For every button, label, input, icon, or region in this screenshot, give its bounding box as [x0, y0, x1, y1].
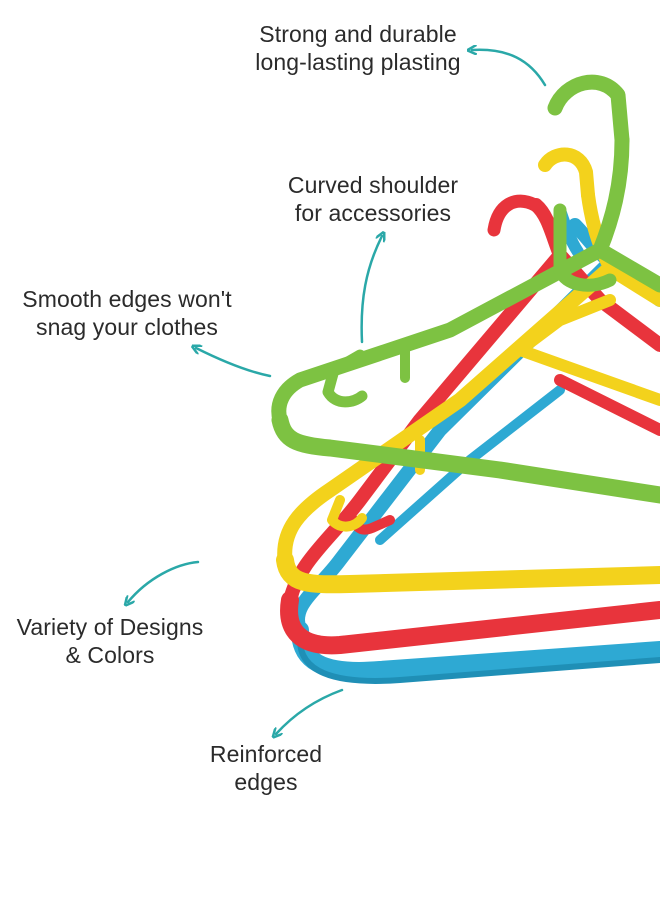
callout-durable-line1: Strong and durable: [259, 21, 457, 47]
callout-reinforced-line1: Reinforced: [209, 741, 323, 767]
callout-durable-line2: long-lasting plasting: [255, 49, 461, 75]
callout-reinforced: Reinforced edges: [196, 740, 336, 796]
callout-variety: Variety of Designs & Colors: [10, 613, 210, 669]
callout-variety-line2: & Colors: [65, 642, 155, 668]
callout-edges-line1: Smooth edges won't: [22, 286, 232, 312]
callout-reinforced-line2: edges: [234, 769, 298, 795]
arrow-variety: [128, 560, 200, 602]
callout-variety-line1: Variety of Designs: [16, 614, 204, 640]
arrow-reinforced: [276, 688, 344, 734]
callout-shoulder-line2: for accessories: [294, 200, 452, 226]
arrow-shoulder: [360, 236, 382, 344]
callout-shoulder: Curved shoulder for accessories: [278, 171, 468, 227]
arrow-durable: [472, 50, 547, 87]
callout-shoulder-line1: Curved shoulder: [287, 172, 459, 198]
green-hanger: [271, 74, 660, 504]
callout-edges-line2: snag your clothes: [36, 314, 218, 340]
arrow-edges: [196, 348, 272, 378]
callout-edges: Smooth edges won't snag your clothes: [12, 285, 242, 341]
callout-durable: Strong and durable long-lasting plasting: [248, 20, 468, 76]
